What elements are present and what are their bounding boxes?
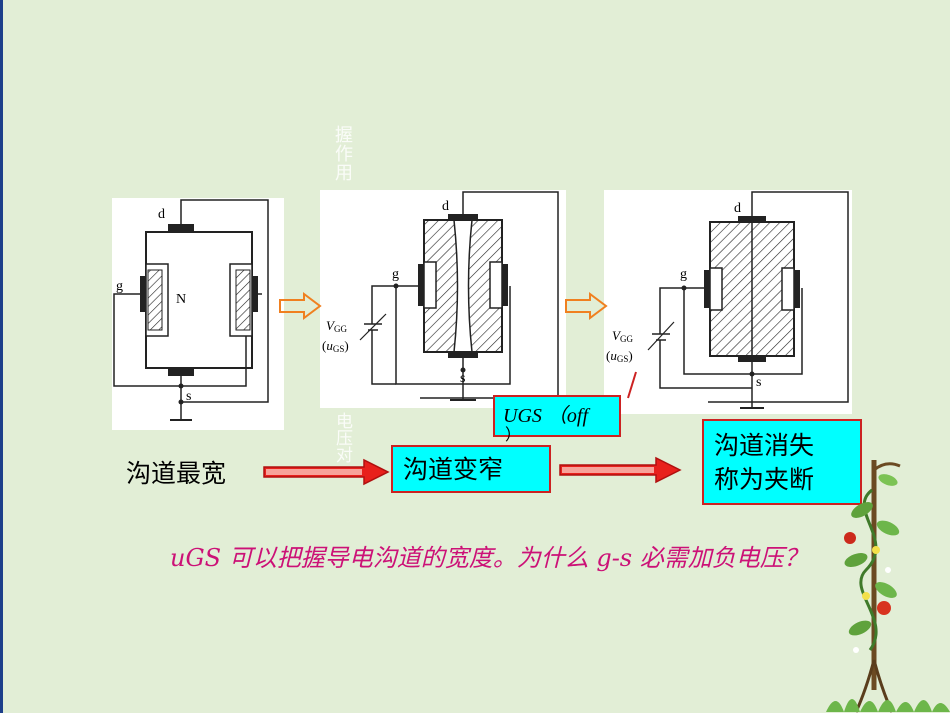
gate-label: g (116, 279, 123, 294)
vgg-label: VGG (326, 318, 347, 334)
watermark-text-upper: 握作用 (332, 125, 353, 182)
pinch-off-box: 沟道消失 称为夹断 (702, 419, 862, 505)
channel-narrowing-box: 沟道变窄 (391, 445, 551, 493)
watermark-text-lower: 电压对 (332, 412, 352, 463)
jfet-diagram-narrowing: d g s VGG (uGS) (320, 190, 566, 408)
question-text: uGS 可以把握导电沟道的宽度。为什么 g-s 必需加负电压？ (170, 544, 808, 572)
channel-narrowing-label: 沟道变窄 (403, 455, 504, 484)
pinch-off-line2: 称为夹断 (714, 465, 815, 494)
red-arrow-2 (559, 456, 682, 484)
source-label: s (756, 375, 761, 390)
ugs-off-box: UGS （off ） (493, 395, 621, 444)
channel-n-label: N (176, 292, 186, 307)
jfet-diagram-widest: d g s N (112, 198, 284, 430)
ugs-off-paren: ） (505, 427, 522, 444)
vgg-label: VGG (612, 328, 633, 344)
channel-widest-label: 沟道最宽 (126, 459, 227, 488)
orange-arrow-2 (565, 292, 608, 320)
gate-label: g (392, 267, 399, 282)
drain-label: d (442, 199, 449, 214)
ugs-label: (uGS) (606, 348, 633, 364)
gate-label: g (680, 267, 687, 282)
ugs-off-pointer (627, 371, 637, 399)
ugs-off-text: UGS （off (503, 405, 588, 427)
orange-arrow-1 (279, 292, 322, 320)
source-label: s (186, 389, 191, 404)
left-edge-rule (0, 0, 3, 713)
pinch-off-line1: 沟道消失 (714, 431, 815, 460)
jfet-diagram-pinchoff: d g s VGG (uGS) (604, 190, 852, 414)
drain-label: d (734, 201, 741, 216)
decorative-plant-illustration (826, 460, 950, 713)
source-label: s (460, 371, 465, 386)
drain-label: d (158, 207, 165, 222)
red-arrow-1 (263, 458, 390, 486)
ugs-label: (uGS) (322, 338, 349, 354)
